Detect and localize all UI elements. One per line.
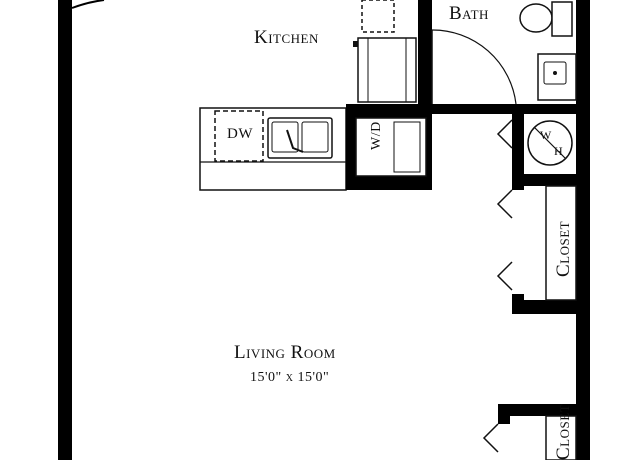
lower-closet-label: Closet [553,403,574,460]
lower-closet-bifold-door [482,423,499,453]
corridor-bifold-door [496,119,513,149]
lower-closet-shelf [545,415,577,460]
kitchen-bath-partition-wall [418,0,432,104]
bath-label: Bath [449,3,489,24]
toilet-tank [551,1,573,37]
closet-label: Closet [553,220,574,277]
living-room-label: Living Room [234,342,336,363]
washer-dryer-door [393,121,421,173]
northwest-curved-wall [71,0,105,9]
vanity-drain-icon [553,71,557,75]
water-heater-label-h: H [554,144,564,158]
dishwasher-label: DW [227,126,253,142]
living-room-dimensions: 15'0" x 15'0" [250,370,330,385]
refrigerator [361,0,395,33]
vanity-sink [543,61,567,85]
closet-west-wall-segment [512,294,524,314]
water-heater-label-w: W [540,128,552,142]
water-heater-cross [533,126,567,160]
dishwasher [214,110,264,162]
bath-south-wall [432,104,576,114]
sink-basin [271,121,299,153]
bath-door-swing [431,29,517,105]
faucet-icon [286,129,304,153]
closet-south-wall [512,300,590,314]
lower-closet-north-wall [498,404,590,416]
sink [267,117,333,159]
range-knob-icon [353,41,358,47]
closet-north-wall [512,174,590,186]
lower-closet-west-wall-segment [498,404,510,424]
washer-dryer-label: W/D [369,121,384,150]
corridor-east-wall-upper [512,114,524,174]
closet-west-wall-segment [512,174,524,190]
closet-bifold-door [496,261,513,291]
sink-basin [301,121,329,153]
range [357,37,417,103]
west-exterior-wall [58,0,72,460]
toilet-bowl [519,3,553,33]
closet-bifold-door [496,189,513,219]
east-exterior-wall [576,0,590,460]
washer-dryer-unit [355,117,427,177]
closet-shelf [545,185,577,301]
kitchen-label: Kitchen [254,27,319,48]
